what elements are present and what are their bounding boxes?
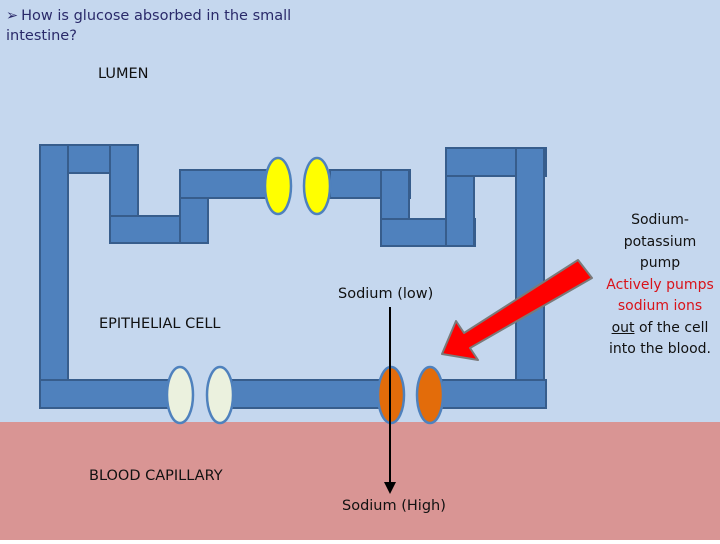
membrane-top-mid-left — [179, 169, 269, 199]
basal-channel-right — [205, 365, 235, 425]
membrane-left-wall — [39, 144, 69, 408]
title-text: How is glucose absorbed in the small int… — [6, 8, 292, 44]
label-epithelial-cell: EPITHELIAL CELL — [99, 316, 221, 332]
glucose-channel-left — [263, 156, 293, 216]
membrane-bottom-left — [39, 379, 171, 409]
glucose-channel-right — [302, 156, 332, 216]
pump-destination: of the cell into the blood. — [609, 319, 711, 358]
slide-title: ➢How is glucose absorbed in the small in… — [6, 6, 306, 46]
label-sodium-high: Sodium (High) — [342, 498, 446, 514]
basal-glucose-channel — [165, 365, 235, 425]
arrow-bullet-icon: ➢ — [6, 8, 19, 24]
membrane-right-wall — [515, 147, 545, 409]
sodium-gradient-arrowhead — [384, 482, 396, 494]
glucose-transporter — [263, 156, 332, 216]
pump-direction-out: out — [611, 319, 635, 336]
membrane-bottom-mid — [231, 379, 383, 409]
blood-capillary-region — [0, 422, 720, 540]
pump-channel-right — [415, 365, 445, 425]
label-sodium-low: Sodium (low) — [338, 286, 434, 302]
membrane-bottom-right — [441, 379, 547, 409]
label-blood-capillary: BLOOD CAPILLARY — [89, 468, 223, 484]
label-lumen: LUMEN — [98, 66, 149, 82]
pump-title: Sodium-potassium pump — [623, 212, 697, 271]
basal-channel-left — [165, 365, 195, 425]
pump-pointer-arrow — [441, 259, 593, 361]
cell-membrane — [39, 144, 547, 409]
pump-action: Actively pumps sodium ions — [606, 276, 714, 315]
pump-annotation: Sodium-potassium pump Actively pumps sod… — [602, 210, 718, 361]
